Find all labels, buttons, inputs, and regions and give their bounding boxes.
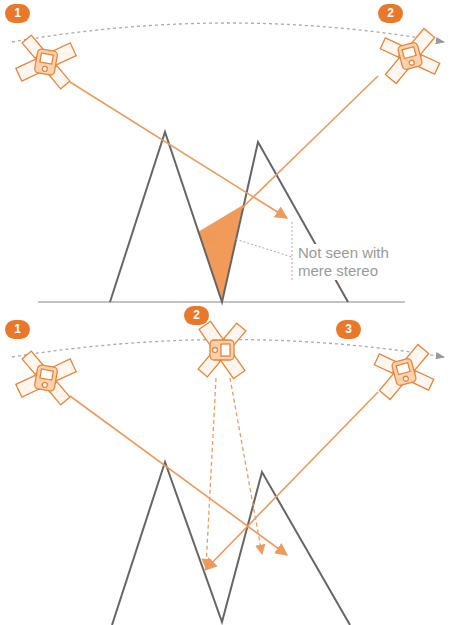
satellite bbox=[198, 321, 246, 378]
view-ray bbox=[205, 76, 378, 244]
view-ray bbox=[205, 392, 378, 570]
view-ray bbox=[70, 396, 287, 555]
view-ray bbox=[230, 378, 262, 554]
callout-number: 2 bbox=[378, 4, 403, 23]
leader-line bbox=[292, 222, 293, 282]
annotation-text: Not seen with mere stereo bbox=[296, 244, 410, 280]
callout-number: 1 bbox=[5, 4, 30, 23]
callout-number: 1 bbox=[5, 320, 30, 339]
view-ray bbox=[70, 82, 287, 218]
orbit bbox=[12, 23, 444, 42]
callout-number: 3 bbox=[336, 320, 361, 339]
satellite bbox=[14, 350, 79, 407]
view-ray bbox=[206, 378, 216, 568]
satellite bbox=[376, 26, 444, 87]
callout-number: 2 bbox=[184, 306, 209, 325]
satellite bbox=[370, 342, 438, 403]
leader-line bbox=[232, 238, 292, 257]
satellite bbox=[14, 34, 79, 91]
